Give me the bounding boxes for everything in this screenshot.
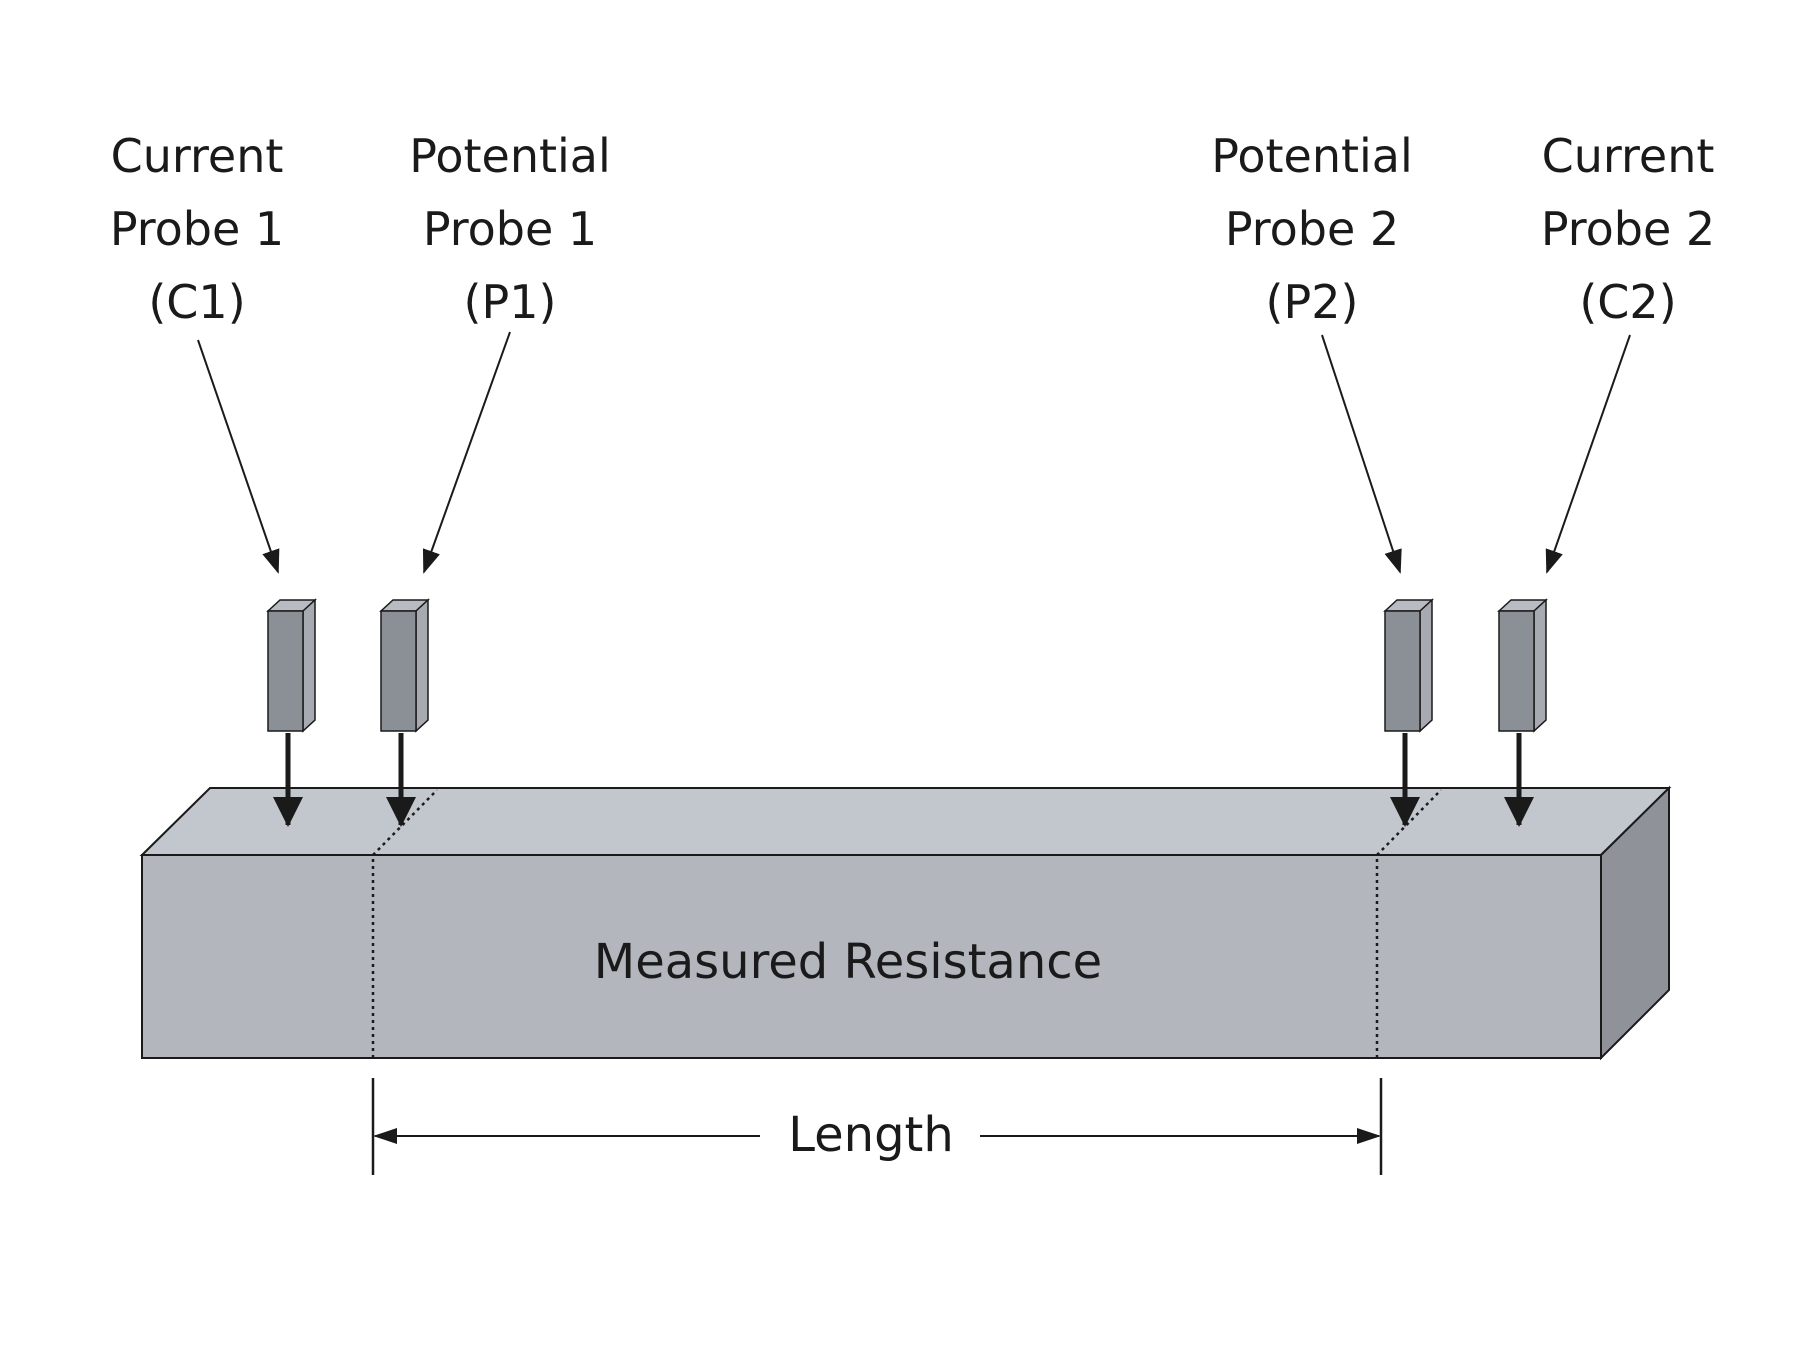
probe-label-p1-line3: (P1) <box>463 275 557 329</box>
length-label: Length <box>788 1107 954 1163</box>
p1-section-line <box>371 789 438 1058</box>
probe-label-c2-line1: Current <box>1541 129 1715 183</box>
probe-label-c2: Current Probe 2 (C2) <box>1541 120 1715 339</box>
probe-label-p1-line2: Probe 1 <box>422 202 598 256</box>
arrow-label-p1 <box>422 331 511 574</box>
arrow-label-c2 <box>1545 334 1631 574</box>
probe-c2-side <box>1533 598 1547 733</box>
probe-label-p2-line1: Potential <box>1211 129 1413 183</box>
bar-front-face <box>141 854 1602 1059</box>
probe-label-p1-line1: Potential <box>409 129 611 183</box>
probe-c2 <box>1497 598 1548 733</box>
probe-label-c1-line3: (C1) <box>148 275 246 329</box>
probe-label-c2-line2: Probe 2 <box>1540 202 1716 256</box>
arrow-label-p2 <box>1321 334 1402 574</box>
probe-c1 <box>266 598 317 733</box>
length-dimension: Length <box>371 1078 1383 1175</box>
arrow-label-c1 <box>197 339 280 574</box>
probe-label-c2-line3: (C2) <box>1579 275 1677 329</box>
probe-label-c1-line2: Probe 1 <box>109 202 285 256</box>
probe-c1-body <box>267 610 304 732</box>
probe-p1 <box>379 598 430 733</box>
probe-label-c1-line1: Current <box>110 129 284 183</box>
probe-label-p2-line3: (P2) <box>1265 275 1359 329</box>
probe-p2 <box>1383 598 1434 733</box>
probe-c2-body <box>1498 610 1535 732</box>
probe-p1-side <box>415 598 429 733</box>
probe-label-p2-line2: Probe 2 <box>1224 202 1400 256</box>
probe-c1-side <box>302 598 316 733</box>
probe-p2-side <box>1419 598 1433 733</box>
probe-label-p1: Potential Probe 1 (P1) <box>409 120 611 339</box>
bar-top-face <box>139 787 1672 856</box>
specimen-bar: Measured Resistance <box>139 785 1672 1061</box>
measured-resistance-label: Measured Resistance <box>594 934 1102 990</box>
probe-label-p2: Potential Probe 2 (P2) <box>1211 120 1413 339</box>
probe-p1-body <box>380 610 417 732</box>
probe-p2-body <box>1384 610 1421 732</box>
probe-label-c1: Current Probe 1 (C1) <box>110 120 284 339</box>
p2-section-line <box>1375 789 1442 1058</box>
